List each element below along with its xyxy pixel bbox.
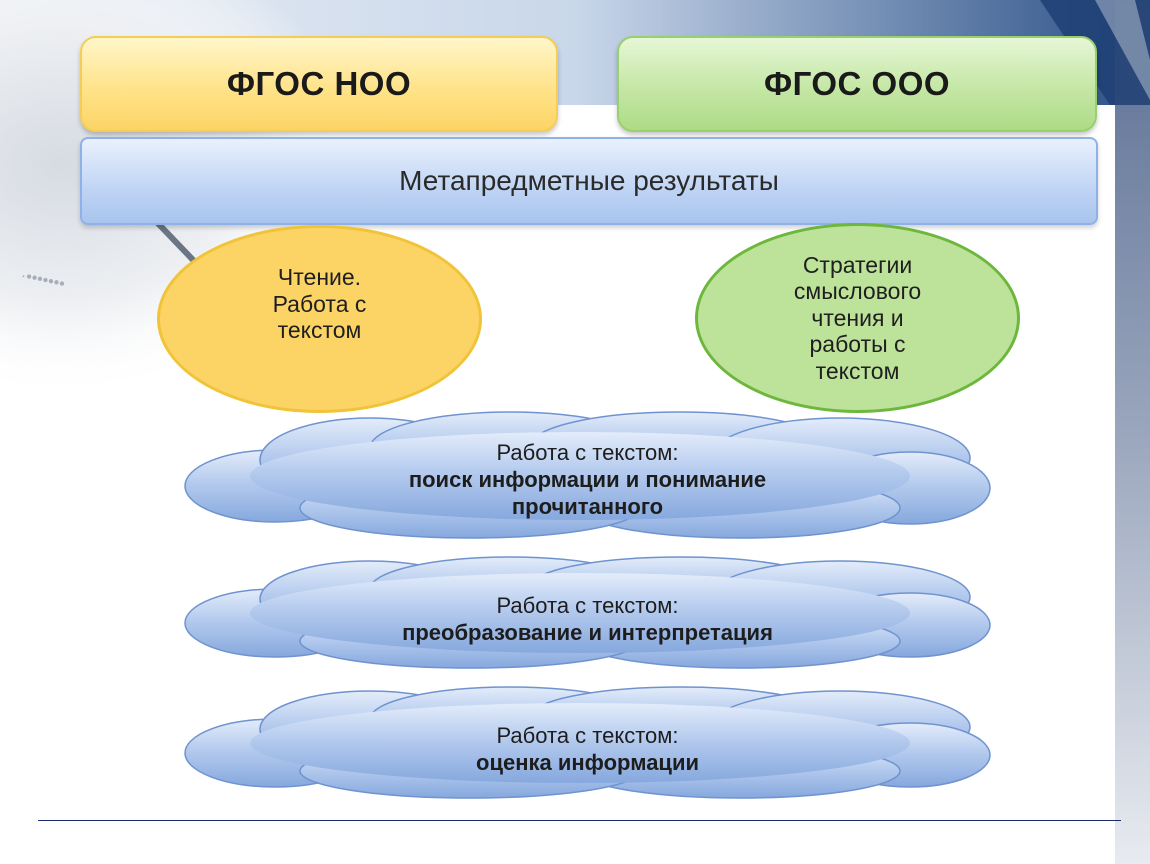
meta-results-label: Метапредметные результаты (399, 165, 779, 196)
cloud-shape (184, 556, 991, 669)
cloud-search-info-line-1: поиск информации и понимание (408, 466, 767, 492)
meta-results-bar: Метапредметные результаты (80, 137, 1098, 225)
reading-strategies-circle: Стратегии смыслового чтения и работы с т… (695, 223, 1020, 413)
reading-circle-label: Чтение. Работа с текстом (272, 264, 367, 344)
cloud-evaluation-line-1: оценка информации (476, 749, 699, 775)
standard-noo-label: ФГОС НОО (226, 65, 412, 102)
standard-noo-box: ФГОС НОО (80, 36, 558, 132)
cloud-search-info-line-2: прочитанного (511, 493, 664, 519)
reading-circle: Чтение. Работа с текстом (157, 225, 482, 413)
bottom-divider (38, 820, 1121, 821)
cloud-shape (184, 411, 991, 539)
cloud-transformation-title: Работа с текстом: (496, 593, 679, 618)
cloud-transformation-line-1: преобразование и интерпретация (402, 619, 773, 645)
standard-ooo-label: ФГОС ООО (763, 65, 951, 102)
cloud-transformation: Работа с текстом: преобразование и интер… (180, 553, 995, 671)
standard-ooo-box: ФГОС ООО (617, 36, 1097, 132)
cloud-shape (184, 686, 991, 799)
cloud-search-info-title: Работа с текстом: (496, 440, 679, 465)
cloud-search-info: Работа с текстом: поиск информации и пон… (180, 410, 995, 542)
cloud-evaluation: Работа с текстом: оценка информации (180, 683, 995, 801)
cloud-evaluation-title: Работа с текстом: (496, 723, 679, 748)
reading-strategies-label: Стратегии смыслового чтения и работы с т… (793, 251, 922, 384)
